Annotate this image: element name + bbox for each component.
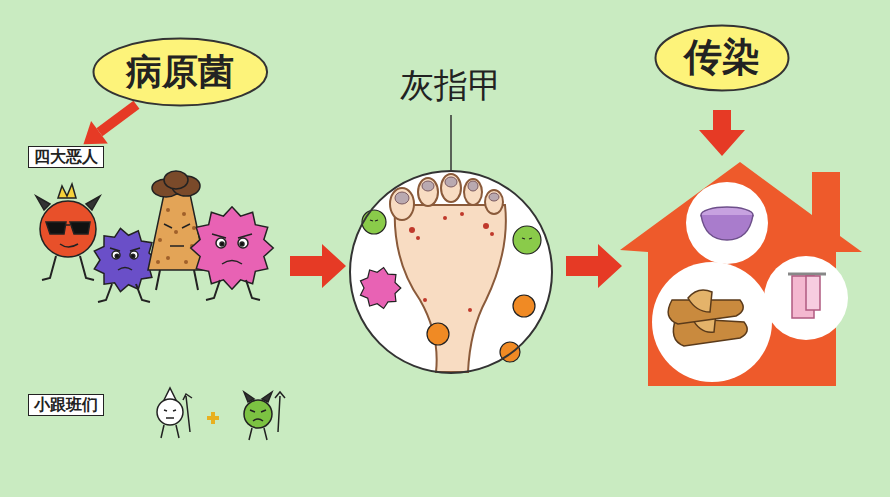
house <box>620 162 862 386</box>
towel-icon <box>788 274 826 318</box>
nail-fungus-foot <box>350 171 552 373</box>
red-arrow <box>83 105 136 145</box>
node-text: 传染 <box>684 36 760 80</box>
ellipse-label: 传染 <box>654 24 790 92</box>
germ-pink <box>191 207 274 300</box>
germ-purple <box>94 228 157 302</box>
circle-node: 灰指甲 <box>340 66 562 394</box>
node-text: 四大恶人 <box>34 148 98 166</box>
node-text: 灰指甲 <box>340 66 562 105</box>
node-text: 病原菌 <box>126 51 234 92</box>
node-text: 小跟班们 <box>34 396 98 414</box>
circle-outline <box>340 66 562 394</box>
label-box: 四大恶人 <box>28 146 104 168</box>
basin-icon <box>701 207 753 240</box>
germ-followers <box>157 388 285 440</box>
label-box: 小跟班们 <box>28 394 104 416</box>
germ-red <box>36 184 100 280</box>
ellipse-label: 病原菌 <box>92 37 269 107</box>
slippers-icon <box>668 290 747 346</box>
